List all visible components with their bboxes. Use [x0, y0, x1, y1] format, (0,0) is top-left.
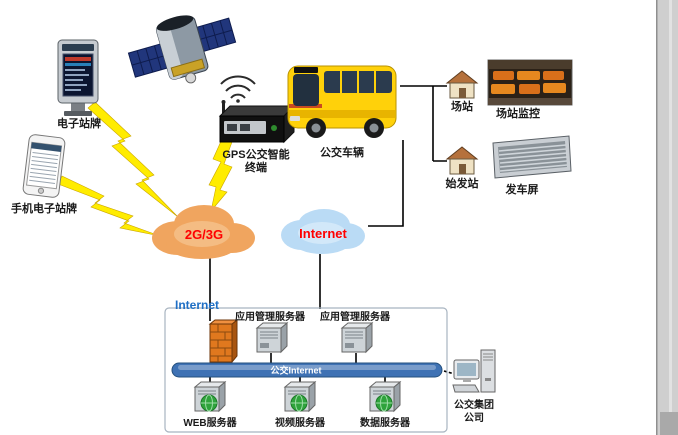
lightning-phone-icon [57, 175, 161, 237]
connector-lines [209, 85, 459, 383]
gps-terminal-icon [218, 100, 296, 144]
app-server-1-label: 应用管理服务器 [235, 310, 306, 323]
cloud-internet-label: Internet [299, 226, 347, 241]
origin-station-label: 始发站 [446, 176, 479, 190]
bus-icon [287, 65, 397, 138]
departure-screen-label: 发车屏 [505, 182, 539, 196]
lightning-bolts [57, 101, 233, 237]
firewall-device-icon [208, 318, 239, 364]
bus-to-stations-line [400, 85, 447, 162]
station-label: 场站 [451, 99, 473, 113]
station-monitor-label: 场站监控 [496, 106, 540, 120]
cloud-2g3g: 2G/3G [152, 205, 255, 259]
data-server-label: 数据服务器 [360, 416, 411, 429]
gateway-internet-label: Internet [175, 298, 219, 312]
mobile-phone-icon [22, 134, 66, 198]
departure-screen-photo [492, 135, 572, 179]
video-server-label: 视频服务器 [275, 416, 326, 429]
wifi-signal-icon [220, 75, 256, 103]
backbone-label: 公交Internet [270, 365, 321, 376]
web-server-label: WEB服务器 [183, 416, 237, 429]
lan-box [164, 307, 448, 433]
page-edge [656, 0, 678, 435]
cloud-internet: Internet [281, 209, 365, 254]
bus-label: 公交车辆 [320, 145, 364, 159]
kiosk-label: 电子站牌 [57, 116, 101, 130]
app-server-2-label: 应用管理服务器 [320, 310, 391, 323]
station-house-icon [445, 70, 479, 99]
depot-monitoring-photo [487, 59, 573, 106]
lightning-gps-icon [208, 138, 233, 212]
app-server-1-icon [255, 321, 289, 354]
video-server-icon [283, 380, 317, 413]
company-label-line2: 公司 [464, 412, 484, 424]
gps-terminal-label-line1: GPS公交智能 [222, 147, 289, 161]
lightning-kiosk-icon [87, 101, 179, 218]
origin-station-house-icon [445, 146, 479, 175]
gps-terminal-label-line2: 终端 [245, 160, 267, 174]
kiosk-device-icon [57, 39, 99, 116]
bus-to-internet-line [368, 140, 404, 227]
satellite-icon [127, 15, 237, 84]
phone-label: 手机电子站牌 [11, 201, 77, 215]
app-server-2-icon [340, 321, 374, 354]
company-label-line1: 公交集团 [454, 398, 494, 411]
cloud-2g3g-label: 2G/3G [185, 227, 223, 242]
data-server-icon [368, 380, 402, 413]
company-computer-icon [452, 349, 496, 393]
web-server-icon [193, 380, 227, 413]
backbone-bar: 公交Internet [171, 362, 443, 378]
